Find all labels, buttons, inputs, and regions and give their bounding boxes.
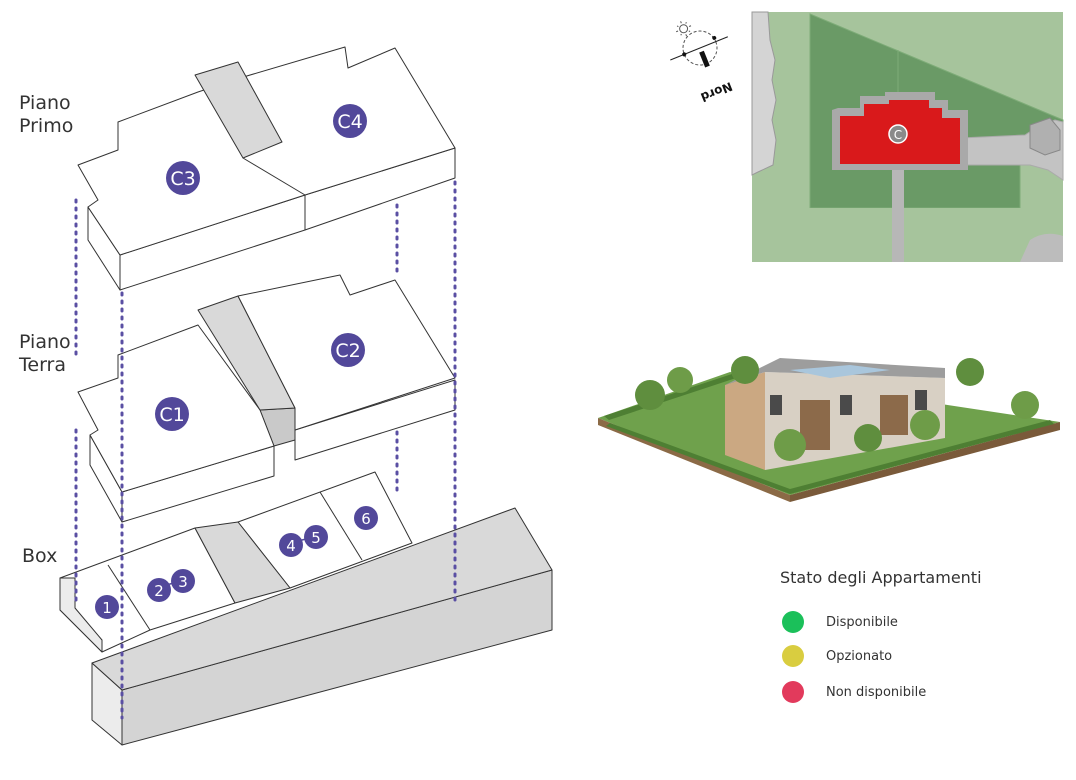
apartment-c2[interactable]: C2: [331, 333, 365, 367]
floor-label-piano-primo: Piano Primo: [19, 92, 73, 138]
building-c-marker: [888, 124, 908, 144]
primo-top: [77, 46, 456, 256]
box-divider-1: [107, 564, 151, 631]
render-tree-3: [731, 356, 759, 384]
apartment-badges: C3 C4 C1 C2: [155, 104, 367, 431]
terra-side-right: [294, 379, 456, 461]
box-2-label: 2: [154, 582, 164, 600]
box-divider-2: [319, 491, 363, 561]
render-solar-panels: [790, 365, 890, 378]
render-hedge-right: [790, 420, 1054, 494]
site-map-lower-strip: [752, 208, 1063, 262]
render-window-1: [770, 395, 782, 415]
neighbour-building: [751, 11, 777, 176]
legend-label-opzionato: Opzionato: [826, 648, 893, 664]
legend-label-disponibile: Disponibile: [826, 614, 898, 630]
floor-label-terra-line1: Piano: [19, 331, 71, 353]
floor-label-terra-line2: Terra: [19, 354, 66, 376]
floor-label-box: Box: [22, 545, 58, 567]
apartment-c4-label: C4: [337, 111, 362, 133]
apartment-c4[interactable]: C4: [333, 104, 367, 138]
box-block-top: [91, 507, 553, 691]
render-tree-2: [667, 367, 693, 393]
site-garage: [1029, 117, 1061, 156]
compass-marker: [712, 35, 717, 40]
compass-needle: [699, 50, 710, 68]
render-hedge-left: [606, 423, 790, 494]
render-tree-4: [774, 429, 806, 461]
compass-nord-label: Nord: [699, 79, 735, 104]
apartment-c3[interactable]: C3: [166, 161, 200, 195]
box-3[interactable]: 3: [171, 569, 195, 593]
site-road: [1020, 233, 1063, 262]
legend-title: Stato degli Appartamenti: [780, 568, 982, 587]
box-2[interactable]: 2: [147, 578, 171, 602]
box-5-label: 5: [311, 529, 321, 547]
box-4-label: 4: [286, 537, 296, 555]
apartment-c3-label: C3: [170, 168, 195, 190]
site-render: [598, 356, 1060, 502]
compass: [670, 21, 729, 68]
primo-core: [194, 61, 283, 159]
legend-label-non-disponibile: Non disponibile: [826, 684, 927, 700]
apartment-c1[interactable]: C1: [155, 397, 189, 431]
render-trees: [635, 356, 1039, 461]
render-hedge-back: [604, 374, 736, 420]
render-tree-8: [1011, 391, 1039, 419]
legend-dot-red: [782, 681, 804, 703]
sun-icon: [675, 21, 692, 37]
floor-label-primo-line2: Primo: [19, 115, 74, 137]
render-soil-right: [790, 422, 1060, 502]
box-4[interactable]: 4: [279, 533, 303, 557]
box-badges: 1 2 3 4 5 6: [95, 506, 378, 619]
render-window-2: [840, 395, 852, 415]
building-c-label: C: [894, 128, 902, 142]
render-tree-1: [635, 380, 665, 410]
compass-axis: [670, 36, 729, 61]
legend-dot-green: [782, 611, 804, 633]
box-5[interactable]: 5: [304, 525, 328, 549]
box-driveway: [194, 521, 291, 604]
legend-dot-yellow: [782, 645, 804, 667]
box-level: [59, 471, 553, 746]
legend-item-opzionato: Opzionato: [782, 644, 892, 668]
piano-terra-level: [77, 274, 456, 523]
box-slab-left-side: [59, 577, 103, 653]
legend-item-disponibile: Disponibile: [782, 610, 898, 634]
render-house-wood-2: [880, 395, 908, 435]
compass-marker-west: [682, 52, 687, 57]
legend-item-non-disponibile: Non disponibile: [782, 680, 926, 704]
render-tree-6: [910, 410, 940, 440]
box-1-label: 1: [102, 599, 112, 617]
apartment-c1-label: C1: [159, 404, 184, 426]
site-path: [892, 168, 904, 262]
render-window-3: [915, 390, 927, 410]
box-1[interactable]: 1: [95, 595, 119, 619]
piano-primo-level: [77, 46, 456, 291]
floor-label-primo-line1: Piano: [19, 92, 71, 114]
dotted-connectors: [74, 180, 457, 720]
box-6-label: 6: [361, 510, 371, 528]
render-tree-5: [854, 424, 882, 452]
render-house-left-face: [725, 372, 765, 470]
render-tree-7: [956, 358, 984, 386]
apartment-c2-label: C2: [335, 340, 360, 362]
box-3-label: 3: [178, 573, 188, 591]
primo-divider: [242, 157, 306, 196]
floor-label-piano-terra: Piano Terra: [19, 331, 71, 377]
box-6[interactable]: 6: [354, 506, 378, 530]
site-map: C: [751, 11, 1064, 262]
